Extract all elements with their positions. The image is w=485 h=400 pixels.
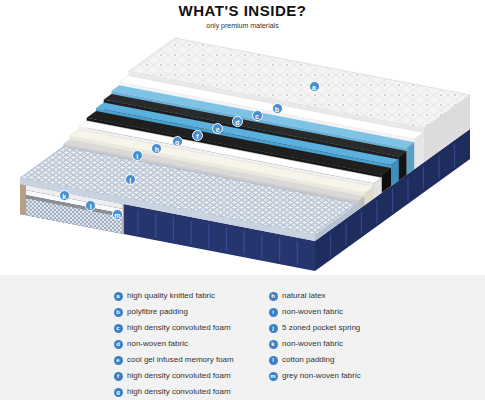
legend-text: grey non-woven fabric xyxy=(282,371,361,381)
legend-text: non-woven fabric xyxy=(282,307,343,317)
legend-text: non-woven fabric xyxy=(127,339,188,349)
legend-letter-icon: f xyxy=(114,372,123,381)
callout-letter: e xyxy=(212,123,223,134)
legend-letter-icon: j xyxy=(269,324,278,333)
title-text: WHAT'S INSIDE? xyxy=(0,2,485,19)
callout-letter: m xyxy=(112,209,123,220)
legend-text: natural latex xyxy=(282,291,326,301)
callout-letter: b xyxy=(272,103,283,114)
callout-letter: l xyxy=(85,200,96,211)
legend-text: high density convoluted foam xyxy=(127,371,231,381)
callout-letter: i xyxy=(132,150,143,161)
legend-letter-icon: e xyxy=(114,356,123,365)
legend-letter-icon: a xyxy=(114,292,123,301)
subtitle-text: only premium materials xyxy=(0,22,485,29)
legend-text: high density convoluted foam xyxy=(127,387,231,397)
callout-letter: a xyxy=(309,81,320,92)
legend-letter-icon: l xyxy=(269,356,278,365)
callout-letter: j xyxy=(125,174,136,185)
callout-letter: k xyxy=(59,190,70,201)
legend-text: 5 zoned pocket spring xyxy=(282,323,360,333)
legend-letter-icon: c xyxy=(114,324,123,333)
legend-letter-icon: h xyxy=(269,292,278,301)
legend-text: high quality knitted fabric xyxy=(127,291,215,301)
legend-letter-icon: k xyxy=(269,340,278,349)
legend-letter-icon: i xyxy=(269,308,278,317)
legend-text: cool gel infused memory foam xyxy=(127,355,234,365)
legend-letter-icon: m xyxy=(269,372,278,381)
legend-text: polyfibre padding xyxy=(127,307,188,317)
legend-letter-icon: g xyxy=(114,388,123,397)
callout-letter: c xyxy=(252,110,263,121)
callout-letter: f xyxy=(192,130,203,141)
legend-letter-icon: b xyxy=(114,308,123,317)
legend-text: non-woven fabric xyxy=(282,339,343,349)
callout-letter: g xyxy=(172,136,183,147)
legend-letter-icon: d xyxy=(114,340,123,349)
legend-text: high density convoluted foam xyxy=(127,323,231,333)
legend-text: cotton padding xyxy=(282,355,335,365)
